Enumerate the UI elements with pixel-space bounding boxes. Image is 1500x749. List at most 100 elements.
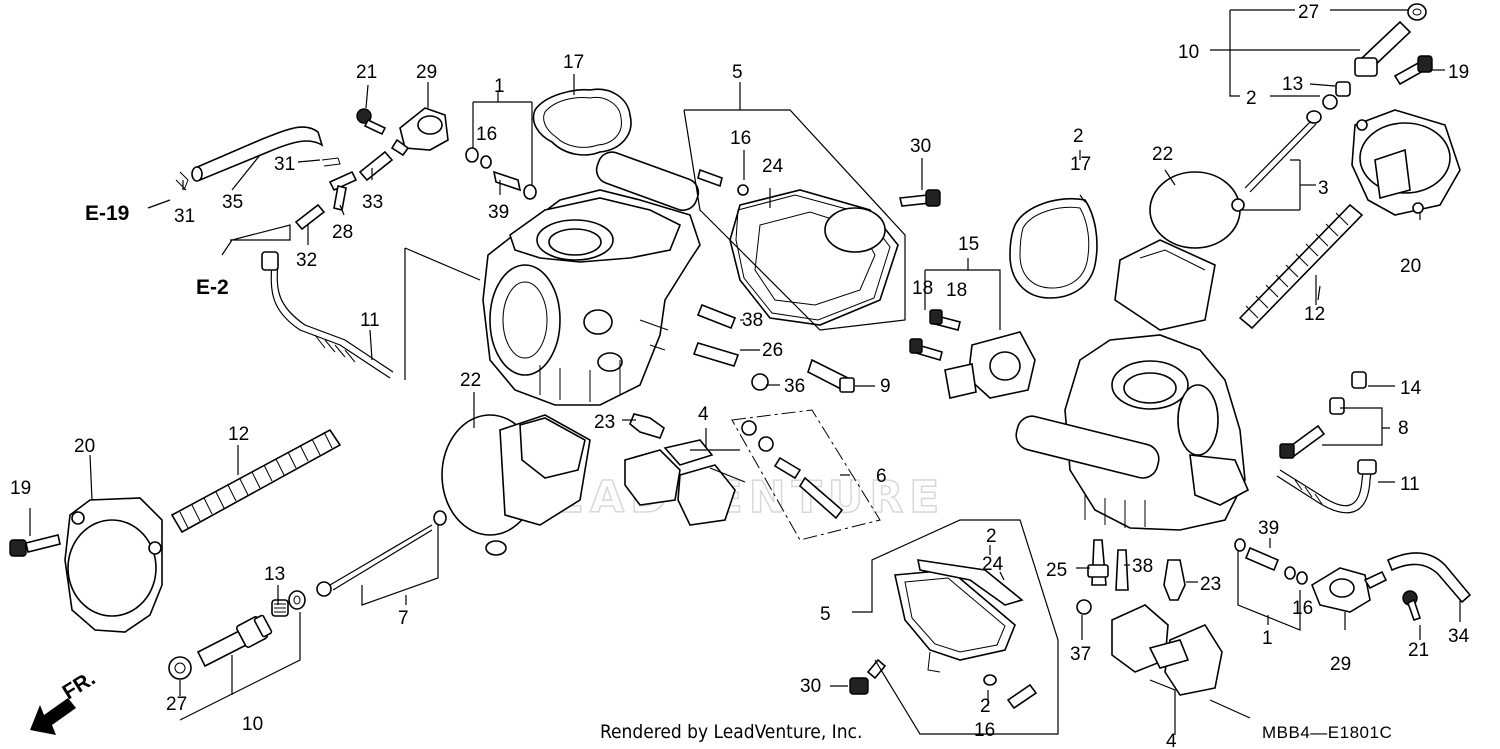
callout: 11 (1400, 474, 1420, 495)
float-chamber-5-left (729, 189, 899, 326)
needle-holder-10-left (196, 614, 273, 668)
callout: 16 (974, 720, 995, 741)
diaphragm-22-left (441, 414, 591, 556)
jet-37 (1076, 599, 1092, 615)
screw-21-right (1402, 590, 1422, 622)
callout: 1 (1262, 628, 1273, 649)
top-cover-left (64, 497, 163, 633)
callout: 22 (460, 370, 481, 391)
callout: 29 (416, 62, 437, 83)
gasket-17-left (532, 88, 632, 156)
callout: 22 (1152, 144, 1173, 165)
front-arrow: FR. (30, 667, 99, 735)
screw-19-left (9, 534, 61, 557)
screw-30-bottom (849, 658, 887, 695)
callout: 4 (698, 404, 709, 425)
screws-18 (909, 309, 961, 362)
choke-cable-11-left (261, 251, 394, 379)
callout: 27 (1298, 2, 1319, 23)
oring-27-right (1407, 3, 1427, 21)
float-valve-23-right (1163, 559, 1186, 601)
callout: 13 (264, 564, 285, 585)
callout: 15 (958, 234, 979, 255)
callout: 8 (1398, 418, 1409, 439)
spring-12-right (1238, 203, 1364, 330)
callout: 28 (332, 222, 353, 243)
float-4-right (1111, 604, 1251, 719)
callout: 12 (1304, 304, 1325, 325)
callout: 20 (74, 436, 95, 457)
o-rings-1-right (1234, 538, 1308, 585)
gasket-17-right (1009, 197, 1098, 299)
screw-16-bottom (983, 674, 1038, 710)
screw-16-top (697, 168, 749, 196)
jet-set-6 (741, 420, 844, 520)
callout: 39 (1258, 518, 1279, 539)
leader-lines (29, 9, 1461, 735)
hose-34 (1386, 552, 1472, 604)
tube-33 (358, 150, 394, 182)
callout: 6 (876, 466, 887, 487)
needle-holder-10-right (1354, 20, 1412, 77)
callout: 20 (1400, 256, 1421, 277)
washer-2-right (1322, 94, 1338, 110)
diaphragm-22-right (1114, 171, 1241, 331)
jet-36 (751, 373, 769, 391)
float-4-left (624, 439, 746, 526)
callout: 16 (1292, 598, 1313, 619)
callout: 2 (980, 696, 991, 717)
callout: 17 (563, 52, 584, 73)
callout: 30 (910, 136, 931, 157)
callout: 16 (730, 128, 751, 149)
spring-12-left (170, 428, 342, 534)
callout: 2 (1246, 88, 1257, 109)
callout: 34 (1448, 626, 1470, 647)
callout: 25 (1046, 560, 1067, 581)
float-valve-23-left (629, 413, 665, 439)
hose-35 (191, 126, 324, 182)
o-rings-1-left (465, 147, 537, 200)
callout: 23 (594, 412, 615, 433)
spring-13-left (271, 599, 289, 617)
choke-cable-11-right (1276, 459, 1377, 514)
callout: 16 (476, 124, 497, 145)
reference-labels: E-19 E-2 (85, 202, 229, 299)
callout: 17 (1070, 154, 1091, 175)
reference-e2: E-2 (196, 276, 229, 299)
screw-30-top (899, 189, 941, 207)
callout: 5 (732, 62, 743, 83)
callout: 23 (1200, 574, 1221, 595)
callout: 11 (360, 310, 380, 331)
footer: Rendered by LeadVenture, Inc. MBB4—E1801… (600, 721, 1392, 743)
jet-needle-3 (1231, 110, 1322, 212)
callout: 37 (1070, 644, 1091, 665)
callout: 33 (362, 192, 383, 213)
callout: 19 (1448, 62, 1469, 83)
callout: 10 (242, 714, 263, 735)
float-chamber-5-right (894, 559, 1024, 673)
accel-pump-29-right (1311, 567, 1388, 613)
callout: 35 (222, 192, 243, 213)
jet-9 (807, 358, 855, 393)
accel-pump-29-left (390, 107, 449, 157)
callout: 26 (762, 340, 783, 361)
callout: 21 (356, 62, 377, 83)
jet-needle-7 (316, 510, 447, 597)
callout: 19 (10, 478, 31, 499)
callout: 31 (274, 154, 295, 175)
screw-21-left (356, 108, 387, 136)
jet-25 (1087, 539, 1109, 586)
callout: 29 (1330, 654, 1351, 675)
callout: 9 (880, 376, 891, 397)
callout: 36 (784, 376, 805, 397)
callout: 24 (982, 554, 1004, 575)
callout: 24 (762, 156, 784, 177)
t-joint-28 (328, 170, 358, 211)
callout: 38 (742, 310, 763, 331)
washer-left (288, 590, 306, 610)
callout: 30 (800, 676, 821, 697)
reference-e19: E-19 (85, 202, 129, 225)
tube-32 (294, 203, 326, 231)
jet-26 (692, 342, 740, 367)
